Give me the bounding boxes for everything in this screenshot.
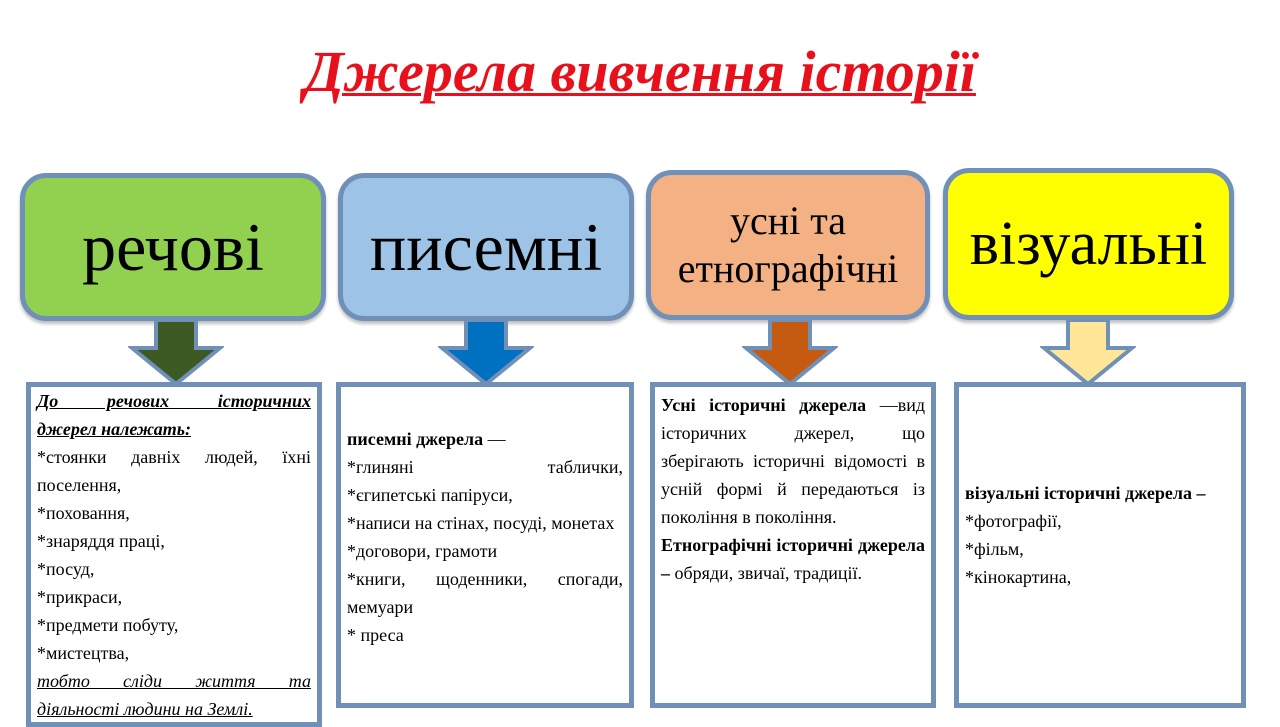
material-sources-box: До речових історичних джерел належать: *… [26,382,322,727]
written-heading: писемні джерела [347,429,484,449]
category-label: візуальні [969,209,1208,278]
category-label: писемні [369,208,603,285]
oral-text: —вид історичних джерел, що зберігають іс… [661,395,926,527]
list-item: *стоянки давніх людей, їхні поселення, [37,447,311,495]
list-item: *поховання, [37,503,130,523]
material-heading: джерел належать: [37,419,191,439]
ethno-text: обряди, звичаї, традиції. [670,563,863,583]
page-title: Джерела вивчення історії [304,39,976,104]
category-visual: візуальні [943,168,1234,320]
material-heading: До речових історичних [37,391,311,411]
visual-heading: візуальні історичні джерела – [965,483,1206,503]
list-item: *кінокартина, [965,567,1072,587]
list-item: *посуд, [37,559,95,579]
oral-sources-box: Усні історичні джерела —вид історичних д… [650,382,936,708]
category-material: речові [20,173,326,321]
list-item: *написи на стінах, посуді, монетах [347,513,615,533]
category-label: речові [82,208,264,285]
category-label: етнографічні [677,246,899,291]
dash: — [483,429,506,449]
written-sources-box: писемні джерела — *глиняні таблички, *єг… [336,382,634,708]
arrow-down-icon [1040,318,1136,387]
list-item: *знаряддя праці, [37,531,165,551]
oral-heading: Усні історичні джерела [661,395,867,415]
list-item: *предмети побуту, [37,615,179,635]
ethno-heading: Етнографічні історичні джерела – [661,535,925,583]
list-item: *глиняні таблички, [347,457,623,477]
arrow-down-icon [742,318,838,387]
category-label: усні та [730,198,846,243]
list-item: *прикраси, [37,587,123,607]
category-written: писемні [338,173,634,321]
list-item: *договори, грамоти [347,541,498,561]
list-item: *мистецтва, [37,643,130,663]
list-item: *фотографії, [965,511,1062,531]
material-footer: тобто сліди життя та діяльності людини н… [37,671,311,719]
arrow-down-icon [438,318,534,387]
arrow-down-icon [128,318,224,387]
visual-sources-box: візуальні історичні джерела – *фотографі… [954,382,1246,708]
list-item: *книги, щоденники, спогади, мемуари [347,569,623,617]
list-item: *фільм, [965,539,1024,559]
list-item: *єгипетські папіруси, [347,485,513,505]
list-item: * преса [347,625,404,645]
